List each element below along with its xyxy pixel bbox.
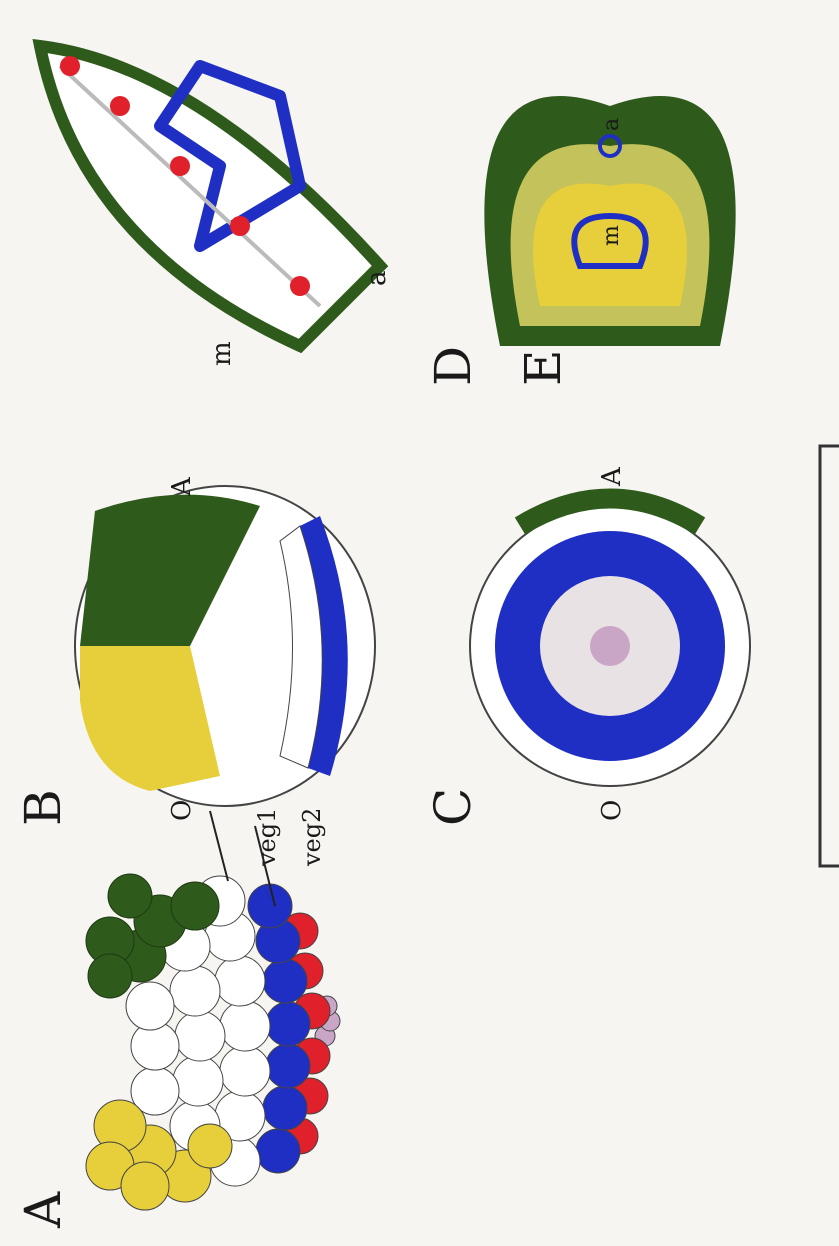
aboral-label-B: A xyxy=(167,476,197,497)
aboral-label-C: A xyxy=(597,466,627,487)
anus-label-E: a xyxy=(599,118,624,131)
panel-b-blastula: O A xyxy=(75,476,375,821)
legend: Oral ectodermAboral ectodermVegetal plat… xyxy=(820,446,839,866)
panel-c-vegetal-view: O A xyxy=(470,466,750,821)
anus-label-D: a xyxy=(362,270,392,286)
oral-label-B: O xyxy=(167,800,197,821)
panel-label-E: E xyxy=(514,350,572,387)
veg2-label: veg2 xyxy=(298,808,326,867)
oral-label-C: O xyxy=(597,800,627,821)
mouth-label-E: m xyxy=(599,225,624,246)
panel-label-D: D xyxy=(424,346,482,386)
panel-label-A: A xyxy=(14,1191,72,1229)
panel-a-embryo xyxy=(86,874,340,1210)
mouth-label-D: m xyxy=(207,341,237,366)
rotated-figure: A B C D E xyxy=(14,46,839,1229)
panel-label-B: B xyxy=(14,789,72,826)
panel-label-C: C xyxy=(424,788,482,826)
panel-e-larva: m a xyxy=(484,96,735,346)
panel-d-larva: m a xyxy=(40,46,392,366)
